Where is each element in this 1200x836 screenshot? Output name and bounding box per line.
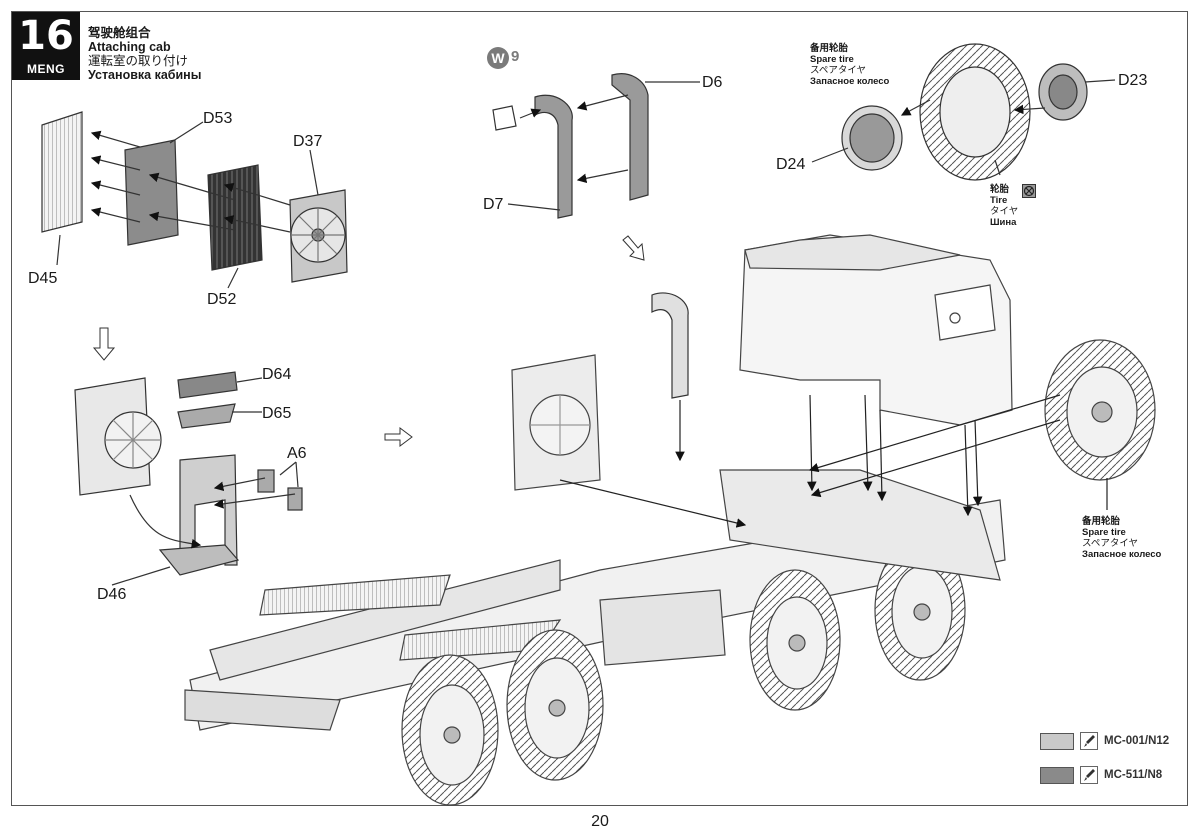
exhaust-pipe-installed (651, 292, 689, 399)
spare-tire-note-top: 备用轮胎 Spare tire スペアタイヤ Запасное колесо (810, 43, 889, 87)
part-label-d46: D46 (97, 586, 127, 603)
paint-swatch (1040, 733, 1074, 750)
part-label-d45: D45 (28, 270, 58, 287)
page-number: 20 (591, 813, 609, 830)
note-en: Tire (990, 195, 1008, 206)
paint-brush-icon (1080, 766, 1098, 784)
title-ja: 運転室の取り付け (88, 54, 189, 68)
spare-tire-subassembly (811, 43, 1116, 181)
note-zh: 轮胎 (990, 184, 1010, 195)
paint-legend-row: MC-511/N8 (1040, 766, 1180, 786)
note-en: Spare tire (810, 54, 854, 65)
part-label-d23: D23 (1118, 72, 1148, 89)
step-badge: 16 MENG (12, 12, 80, 80)
note-zh: 备用轮胎 (810, 43, 849, 54)
paint-code: MC-511/N8 (1104, 769, 1163, 781)
note-ru: Запасное колесо (1082, 549, 1162, 560)
flow-arrow-right (384, 427, 413, 447)
part-label-d6: D6 (702, 74, 723, 91)
part-label-d64: D64 (262, 366, 292, 383)
exhaust-subassembly (492, 73, 700, 219)
tire-note: 轮胎 Tire タイヤ Шина (990, 184, 1018, 228)
note-zh: 备用轮胎 (1082, 516, 1121, 527)
radiator-subassembly (41, 111, 348, 289)
note-ja: スペアタイヤ (1082, 538, 1139, 549)
step-title: 驾驶舱组合 Attaching cab 運転室の取り付け Установка к… (88, 26, 201, 82)
part-label-d37: D37 (293, 133, 323, 150)
note-ru: Шина (990, 217, 1017, 228)
part-label-a6: A6 (287, 445, 307, 462)
truck-chassis (184, 234, 1156, 806)
page-frame (11, 11, 1188, 806)
title-ru: Установка кабины (88, 68, 202, 82)
part-label-d24: D24 (776, 156, 806, 173)
brand-logo: MENG (27, 62, 65, 76)
title-en: Attaching cab (88, 40, 171, 54)
title-zh: 驾驶舱组合 (88, 26, 151, 40)
note-ru: Запасное колесо (810, 76, 890, 87)
part-label-d65: D65 (262, 405, 292, 422)
note-en: Spare tire (1082, 527, 1126, 538)
water-decal-number: 9 (511, 48, 520, 65)
flow-arrow-down (92, 327, 116, 361)
paint-code: MC-001/N12 (1104, 735, 1170, 747)
note-ja: タイヤ (990, 206, 1019, 217)
no-glue-icon (1022, 184, 1036, 198)
spare-tire-note-bottom: 备用轮胎 Spare tire スペアタイヤ Запасное колесо (1082, 516, 1161, 560)
flow-arrow-diagonal (622, 235, 645, 261)
paint-brush-icon (1080, 732, 1098, 750)
mount-subassembly (74, 371, 303, 586)
paint-swatch (1040, 767, 1074, 784)
water-decal-icon: W (487, 47, 509, 69)
step-number: 16 (18, 13, 74, 59)
part-label-d7: D7 (483, 196, 504, 213)
paint-legend-row: MC-001/N12 (1040, 732, 1180, 752)
part-label-d52: D52 (207, 291, 237, 308)
part-label-d53: D53 (203, 110, 233, 127)
note-ja: スペアタイヤ (810, 65, 867, 76)
